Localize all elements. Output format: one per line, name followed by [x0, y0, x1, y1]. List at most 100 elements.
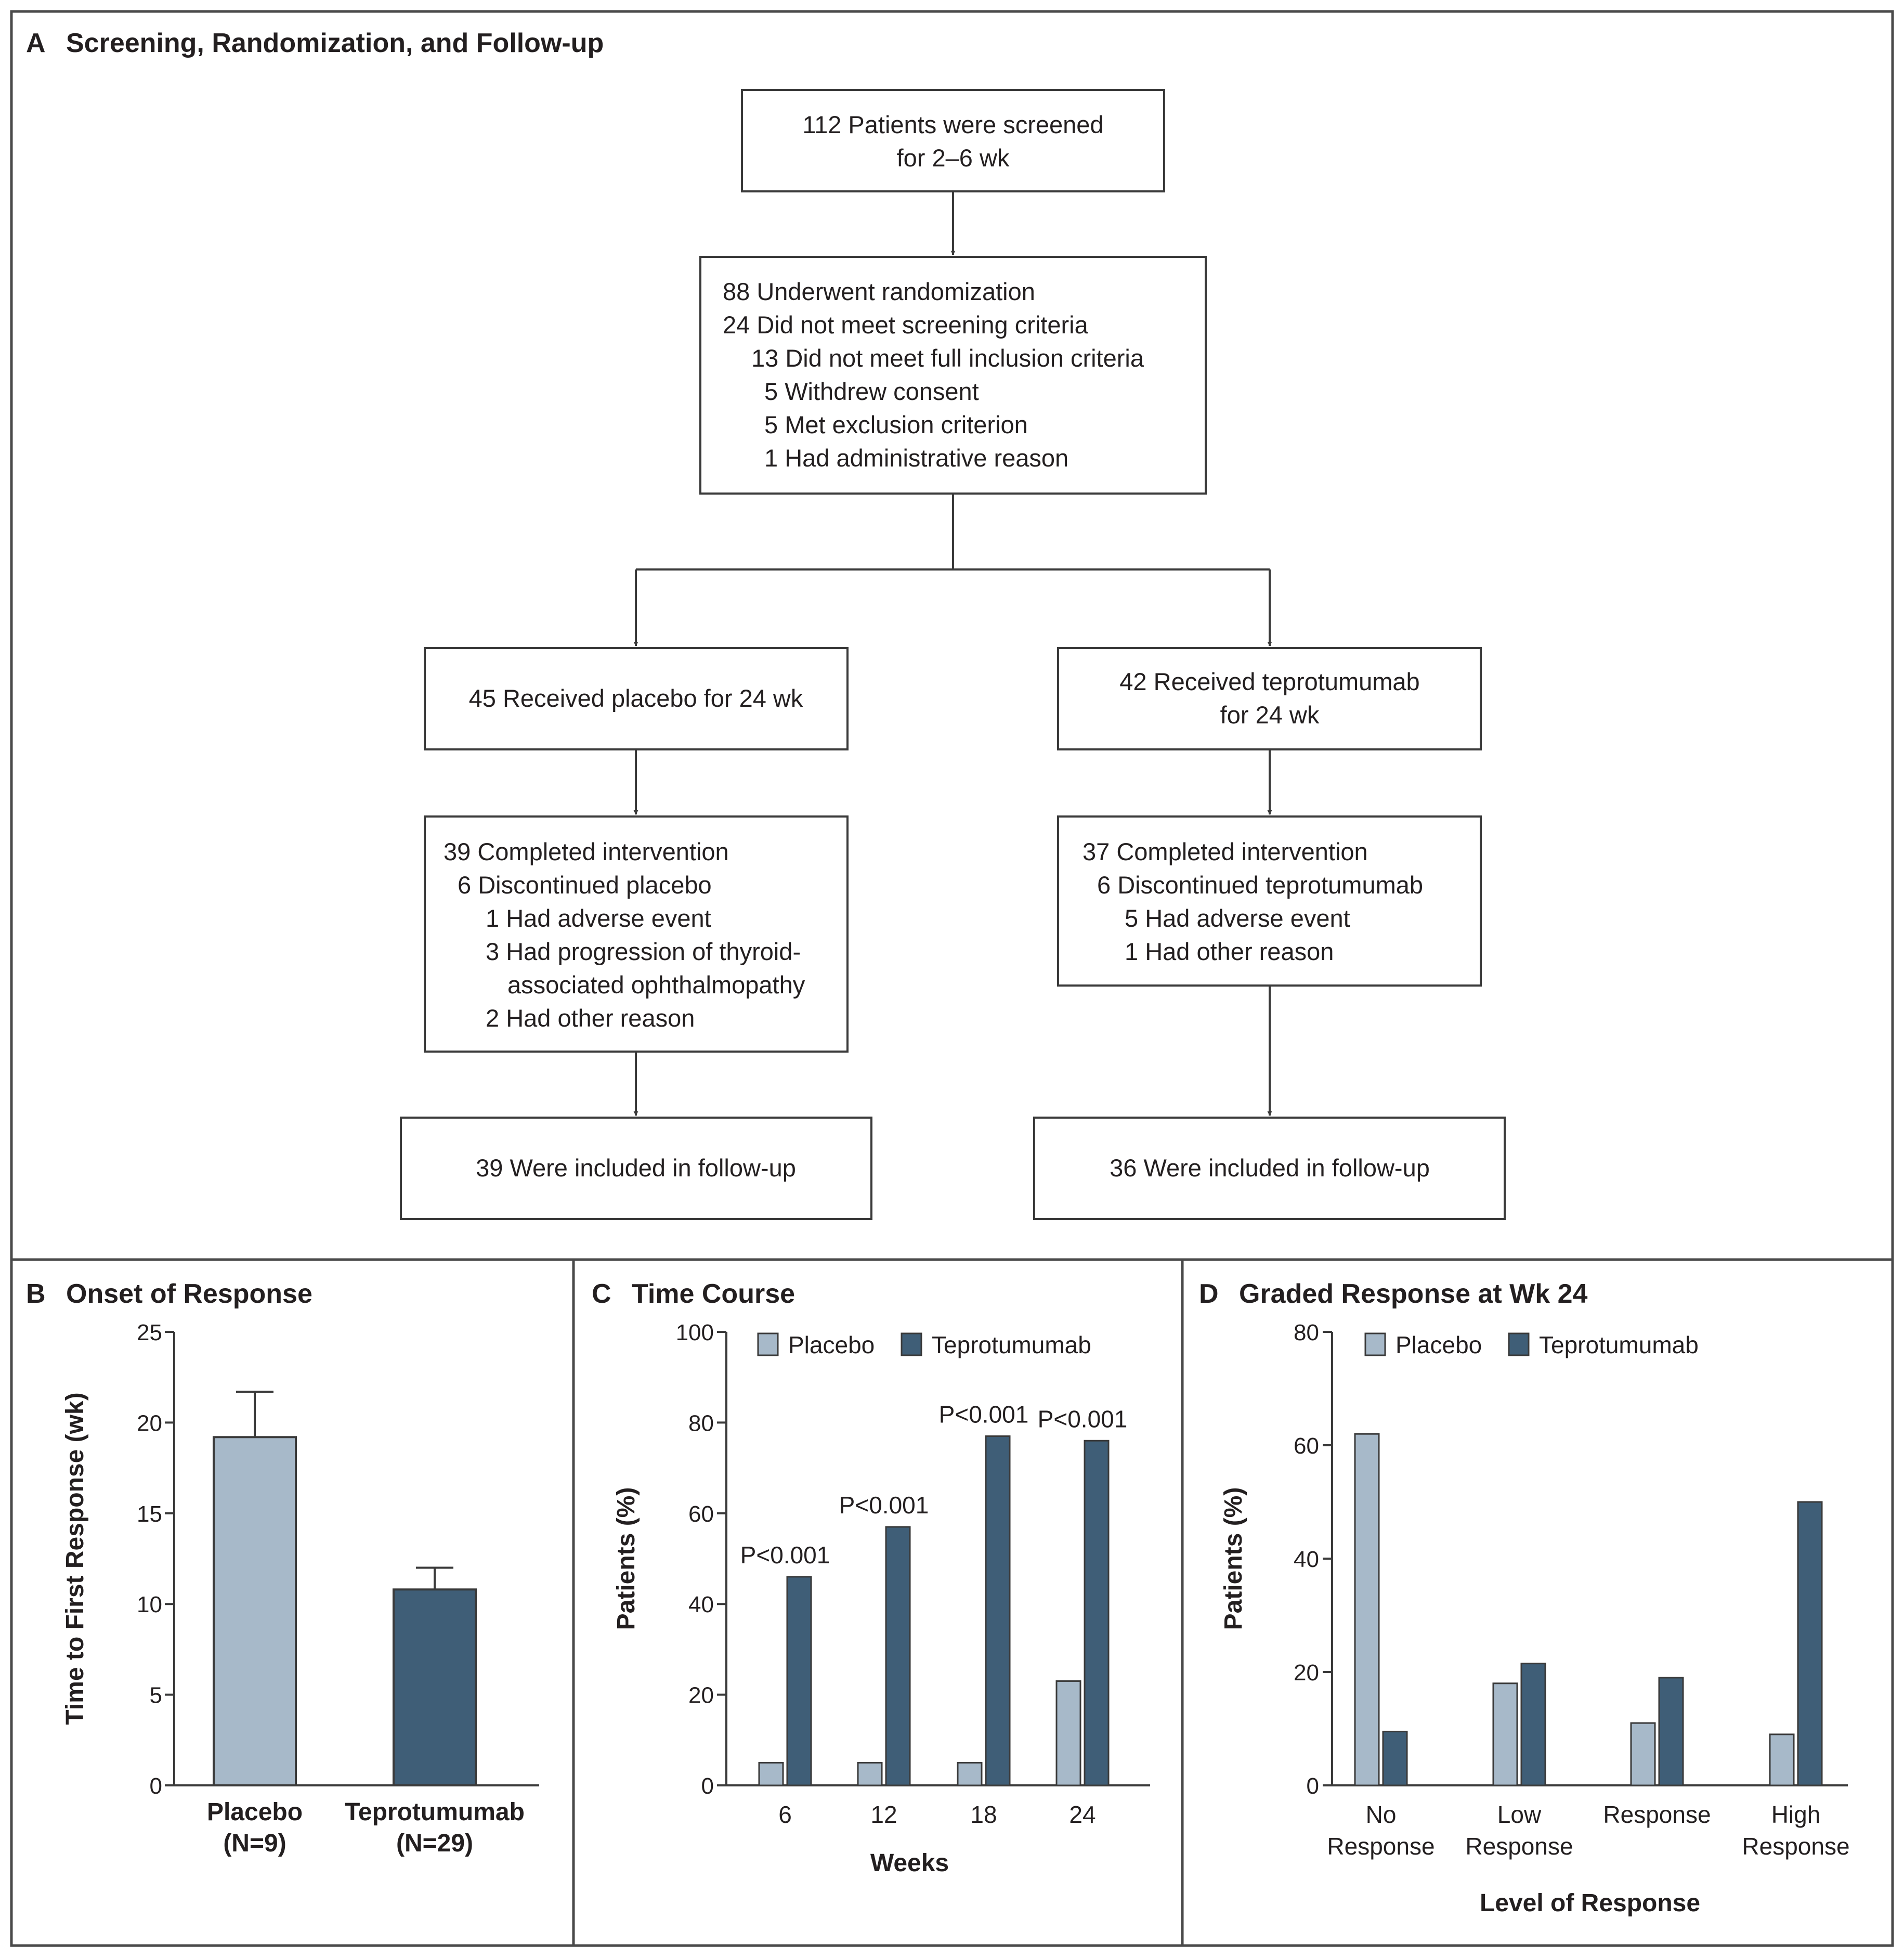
bar-teprotumumab	[985, 1435, 1011, 1786]
x-category-label: Teprotumumab	[345, 1798, 525, 1826]
x-category-label: 24	[1069, 1801, 1096, 1828]
y-tick-label: 40	[688, 1592, 714, 1617]
legend-swatch-placebo	[1364, 1332, 1386, 1356]
legend-label: Placebo	[788, 1331, 875, 1358]
random-line-1: 88 Underwent randomization	[723, 278, 1035, 305]
bar-placebo	[1055, 1680, 1081, 1786]
x-category-label: Response	[1327, 1833, 1434, 1860]
y-tick-label: 60	[688, 1501, 714, 1527]
legend-label: Teprotumumab	[1539, 1331, 1699, 1358]
chart-title: Onset of Response	[66, 1279, 312, 1309]
x-category-label: Response	[1742, 1833, 1849, 1860]
tepro-arm-line-1: 42 Received teprotumumab	[1119, 668, 1419, 695]
bar-teprotumumab	[393, 1588, 477, 1786]
bar-placebo	[1769, 1733, 1795, 1786]
y-tick-label: 0	[1307, 1773, 1319, 1799]
x-category-label: (N=9)	[223, 1830, 286, 1857]
y-tick-label: 10	[137, 1592, 162, 1617]
random-line-6: 1 Had administrative reason	[764, 444, 1068, 472]
legend-label: Placebo	[1396, 1331, 1482, 1358]
panel-a-flowchart: A Screening, Randomization, and Follow-u…	[26, 28, 1506, 1220]
bar-placebo	[213, 1436, 297, 1786]
chart-title: Graded Response at Wk 24	[1239, 1279, 1588, 1309]
x-category-label: No	[1366, 1801, 1397, 1828]
x-category-label: 12	[870, 1801, 897, 1828]
tepro-completion-line-1: 37 Completed intervention	[1083, 838, 1368, 865]
bar-placebo	[1354, 1433, 1380, 1786]
y-tick-label: 5	[150, 1683, 162, 1708]
y-tick-label: 100	[676, 1320, 714, 1345]
placebo-completion-line-6: 2 Had other reason	[486, 1004, 695, 1032]
bar-teprotumumab	[1084, 1440, 1110, 1786]
bar-teprotumumab	[885, 1526, 911, 1786]
placebo-arm-text: 45 Received placebo for 24 wk	[469, 684, 803, 712]
placebo-followup-box	[400, 1117, 872, 1220]
x-axis-title: Level of Response	[1480, 1889, 1700, 1917]
tepro-followup-box	[1033, 1117, 1506, 1220]
legend-label: Teprotumumab	[932, 1331, 1091, 1358]
randomization-box	[699, 256, 1207, 495]
x-category-label: Response	[1603, 1801, 1711, 1828]
tepro-completion-line-4: 1 Had other reason	[1125, 938, 1334, 965]
panel-a-title: Screening, Randomization, and Follow-up	[66, 28, 604, 58]
bar-teprotumumab	[1658, 1677, 1684, 1786]
placebo-followup-text: 39 Were included in follow-up	[476, 1154, 796, 1182]
tepro-completion-line-2: 6 Discontinued teprotumumab	[1097, 871, 1423, 899]
y-axis-title: Time to First Response (wk)	[61, 1392, 89, 1725]
bar-placebo	[957, 1761, 983, 1786]
panel-letter: C	[592, 1279, 611, 1309]
bar-placebo	[758, 1761, 784, 1786]
panel-letter: D	[1199, 1279, 1219, 1309]
x-axis-title: Weeks	[870, 1849, 949, 1877]
bar-teprotumumab	[1520, 1663, 1546, 1786]
placebo-completion-line-2: 6 Discontinued placebo	[458, 871, 712, 899]
placebo-arm-box	[424, 647, 849, 750]
panel-d-chart: D Graded Response at Wk 24 0 20 40 60 80Patien…	[1199, 1279, 1850, 1917]
y-tick-label: 80	[688, 1410, 714, 1436]
x-category-label: High	[1771, 1801, 1821, 1828]
y-tick-label: 40	[1294, 1547, 1319, 1572]
placebo-completion-box	[424, 815, 849, 1053]
bar-placebo	[1630, 1722, 1656, 1786]
x-category-label: Placebo	[207, 1798, 303, 1826]
p-value-annotation: P<0.001	[939, 1401, 1029, 1428]
y-tick-label: 20	[137, 1410, 162, 1436]
random-line-4: 5 Withdrew consent	[764, 378, 979, 405]
screened-box	[741, 89, 1165, 192]
y-tick-label: 20	[1294, 1660, 1319, 1686]
chart-title: Time Course	[632, 1279, 795, 1309]
random-line-2: 24 Did not meet screening criteria	[723, 311, 1089, 339]
x-category-label: Response	[1465, 1833, 1573, 1860]
tepro-completion-box	[1057, 815, 1482, 987]
x-category-label: 18	[970, 1801, 997, 1828]
y-axis-title: Patients (%)	[612, 1487, 640, 1630]
y-tick-label: 80	[1294, 1320, 1319, 1345]
placebo-completion-line-5: associated ophthalmopathy	[507, 971, 805, 999]
random-line-3: 13 Did not meet full inclusion criteria	[751, 344, 1144, 372]
legend-swatch-placebo	[757, 1332, 779, 1356]
y-tick-label: 60	[1294, 1433, 1319, 1459]
panel-a-letter: A	[26, 28, 46, 58]
placebo-completion-line-4: 3 Had progression of thyroid-	[486, 938, 801, 965]
bar-teprotumumab	[1797, 1501, 1823, 1786]
p-value-annotation: P<0.001	[1038, 1405, 1128, 1432]
screened-line-2: for 2–6 wk	[897, 144, 1010, 172]
placebo-completion-line-3: 1 Had adverse event	[486, 904, 711, 932]
tepro-arm-line-2: for 24 wk	[1220, 701, 1320, 729]
p-value-annotation: P<0.001	[839, 1492, 929, 1519]
bar-placebo	[857, 1761, 883, 1786]
y-tick-label: 0	[150, 1773, 162, 1799]
figure-frame	[10, 10, 1894, 1947]
y-tick-label: 0	[701, 1773, 714, 1799]
x-category-label: Low	[1497, 1801, 1542, 1828]
y-axis-title: Patients (%)	[1220, 1487, 1247, 1630]
placebo-completion-line-1: 39 Completed intervention	[444, 838, 729, 865]
bar-placebo	[1492, 1682, 1518, 1786]
tepro-completion-line-3: 5 Had adverse event	[1125, 904, 1350, 932]
legend-swatch-teprotumumab	[1508, 1332, 1530, 1356]
y-tick-label: 25	[137, 1320, 162, 1345]
bar-teprotumumab	[1382, 1730, 1408, 1786]
